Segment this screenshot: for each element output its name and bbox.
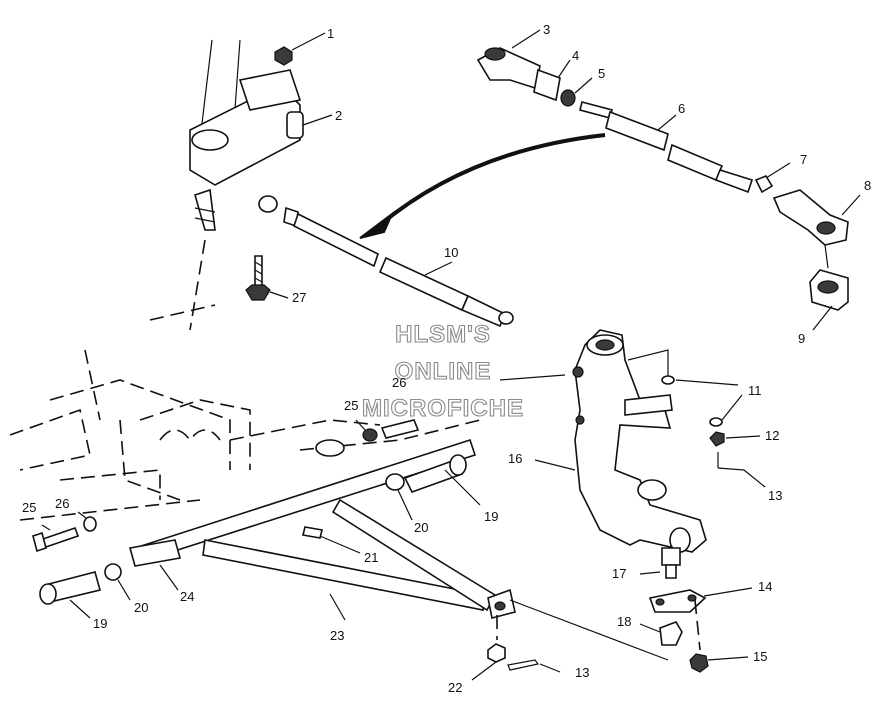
nut-15 xyxy=(689,653,749,673)
pivot-tube-24 xyxy=(159,564,179,591)
callout-4: 4 xyxy=(572,48,579,63)
bushing-9 xyxy=(809,244,849,331)
bushing-18 xyxy=(639,621,683,646)
a-arm-23 xyxy=(128,438,516,621)
callout-20-right: 20 xyxy=(414,520,428,535)
callout-16: 16 xyxy=(508,451,522,466)
watermark-line-3: MICROFICHE xyxy=(362,395,524,422)
cotter-pin-13-upper xyxy=(717,452,766,488)
callout-7: 7 xyxy=(800,152,807,167)
washer-26-upper xyxy=(355,419,420,442)
watermark-line-2: ONLINE xyxy=(395,358,492,385)
callout-20-left: 20 xyxy=(134,600,148,615)
tie-rod-6 xyxy=(579,101,754,194)
callout-25-lower: 25 xyxy=(22,500,36,515)
callout-8: 8 xyxy=(864,178,871,193)
callout-17: 17 xyxy=(612,566,626,581)
bolt-19-right xyxy=(403,454,481,506)
callout-22: 22 xyxy=(448,680,462,695)
steering-post xyxy=(149,39,304,331)
nut-1 xyxy=(274,32,326,66)
callout-1: 1 xyxy=(327,26,334,41)
callout-19-right: 19 xyxy=(484,509,498,524)
callout-21: 21 xyxy=(364,550,378,565)
washers-11 xyxy=(661,375,743,427)
nut-22 xyxy=(471,615,506,681)
washer-20-left xyxy=(104,563,131,601)
nut-5 xyxy=(560,77,593,107)
callout-12: 12 xyxy=(765,428,779,443)
callout-11: 11 xyxy=(748,383,762,398)
callout-26-lower: 26 xyxy=(55,496,69,511)
callouts: 1 2 3 4 5 6 7 8 9 10 11 12 13 13 14 15 1… xyxy=(22,22,871,695)
callout-23: 23 xyxy=(330,628,344,643)
nut-12 xyxy=(709,431,761,447)
washer-20-right xyxy=(385,473,413,521)
nut-7 xyxy=(754,162,791,194)
bolt-19-left xyxy=(39,571,101,619)
bolt-25 xyxy=(32,524,80,553)
tie-rod-10 xyxy=(258,195,514,328)
washer-26-lower xyxy=(77,511,97,532)
rod-end-3 xyxy=(476,29,541,90)
frame-outline xyxy=(9,349,481,521)
bolt-17 xyxy=(639,547,681,579)
ref-line-a xyxy=(509,599,669,661)
plate-14 xyxy=(648,587,753,651)
direction-arrow xyxy=(359,133,606,239)
callout-10: 10 xyxy=(444,245,458,260)
callout-3: 3 xyxy=(543,22,550,37)
callout-24: 24 xyxy=(180,589,194,604)
rod-end-8 xyxy=(772,189,861,246)
callout-5: 5 xyxy=(598,66,605,81)
grease-fitting-21 xyxy=(302,526,361,554)
cotter-pin-13-lower xyxy=(507,659,561,673)
callout-27: 27 xyxy=(292,290,306,305)
callout-25-upper: 25 xyxy=(344,398,358,413)
spindle-16 xyxy=(499,329,707,553)
jam-nut-4 xyxy=(533,59,571,102)
watermark: HLSM'S ONLINE MICROFICHE xyxy=(361,320,524,422)
callout-19-left: 19 xyxy=(93,616,107,631)
watermark-line-1: HLSM'S xyxy=(395,321,491,348)
callout-18: 18 xyxy=(617,614,631,629)
callout-2: 2 xyxy=(335,108,342,123)
callout-15: 15 xyxy=(753,649,767,664)
callout-14: 14 xyxy=(758,579,772,594)
callout-9: 9 xyxy=(798,331,805,346)
bolt-27 xyxy=(245,255,289,301)
callout-26-upper: 26 xyxy=(392,375,406,390)
callout-13-lower: 13 xyxy=(575,665,589,680)
callout-13-upper: 13 xyxy=(768,488,782,503)
callout-6: 6 xyxy=(678,101,685,116)
